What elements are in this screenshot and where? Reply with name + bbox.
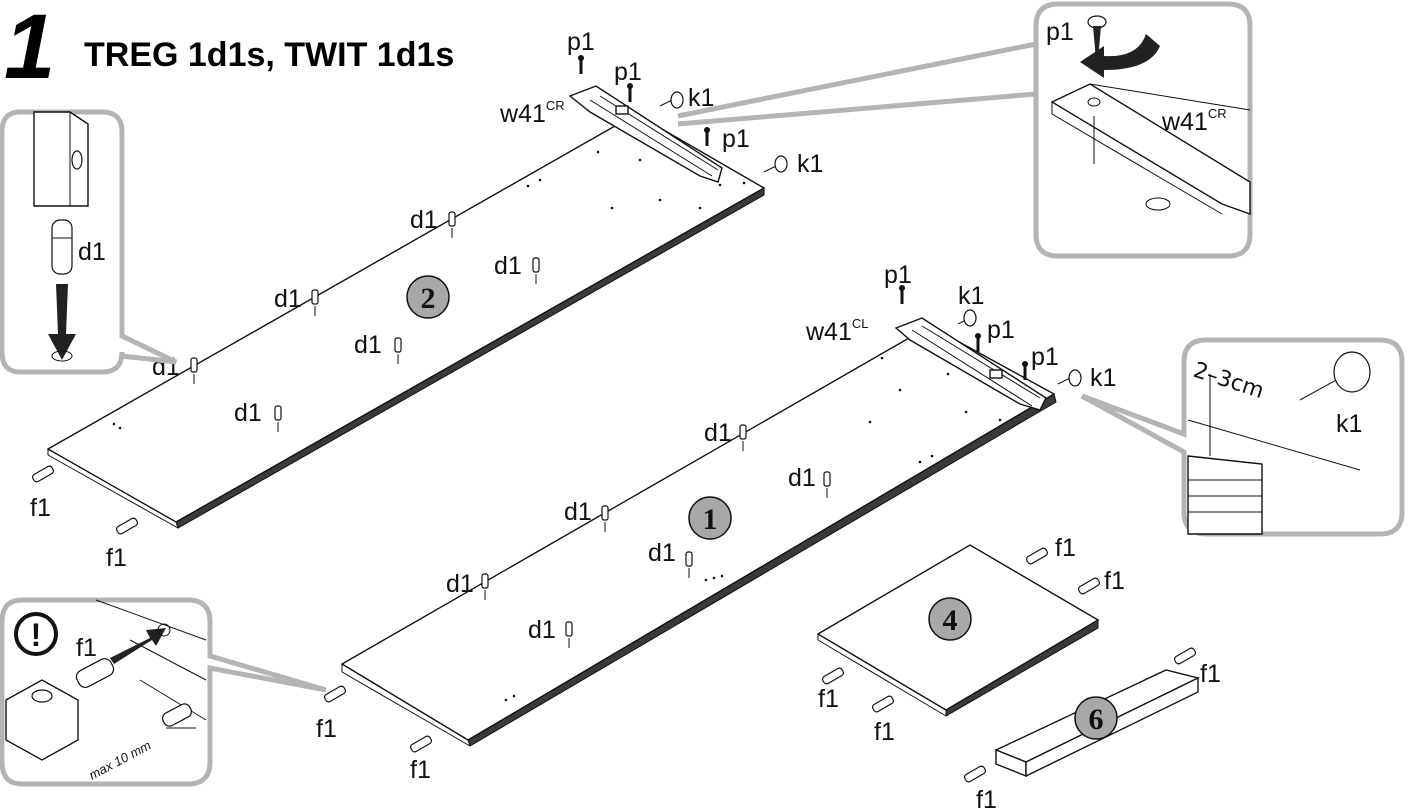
screw-icon: [1087, 15, 1107, 60]
dowel-f1: [115, 517, 139, 535]
hinge-w41-cr: [568, 85, 723, 183]
page-title: TREG 1d1s, TWIT 1d1s: [84, 36, 454, 74]
dowel-f1: [871, 695, 895, 713]
dowel-d1: [394, 337, 402, 364]
dowel-f1: [1173, 647, 1197, 665]
svg-text:6: 6: [1089, 703, 1104, 736]
label-f1: f1: [1104, 567, 1125, 595]
label-d1: d1: [564, 498, 592, 526]
dowel-f1: [31, 465, 55, 483]
dowel-f1: [963, 765, 987, 783]
dowel-d1: [190, 357, 198, 384]
down-arrow-icon: [48, 284, 76, 360]
bumper-k1: [957, 309, 977, 327]
screw-p1: [899, 285, 905, 304]
dowel-d1: [823, 471, 831, 498]
svg-text:4: 4: [943, 604, 958, 637]
badge-panel-1: 1: [688, 496, 732, 540]
step-number: 1: [4, 0, 55, 98]
screw-p1: [627, 83, 633, 102]
label-p1: p1: [614, 58, 642, 86]
screw-p1: [1022, 361, 1028, 380]
label-f1: f1: [316, 715, 337, 743]
label-k1: k1: [797, 150, 823, 178]
dowel-f1: [323, 685, 347, 703]
dowel-f1: [1025, 547, 1049, 565]
bumper-k1: [659, 91, 684, 109]
label-k1: k1: [958, 282, 984, 310]
callout-bumper-distance: 2–3cm k1: [1080, 337, 1405, 537]
label-p1: p1: [567, 28, 595, 56]
badge-panel-2: 2: [406, 275, 450, 319]
bumper-k1: [1057, 369, 1082, 387]
screw-p1: [578, 55, 584, 74]
label-f1: f1: [976, 786, 997, 811]
label-p1: p1: [884, 261, 912, 289]
label-p1: p1: [1046, 18, 1074, 46]
label-f1: f1: [874, 718, 895, 746]
dowel-d1: [565, 621, 573, 648]
label-d1: d1: [234, 399, 262, 427]
dowel-d1: [274, 405, 282, 432]
svg-text:2: 2: [421, 282, 436, 315]
badge-part-6: 6: [1074, 696, 1118, 740]
dowel-d1: [532, 257, 540, 284]
warning-icon: !: [14, 612, 58, 656]
dowel-d1: [685, 551, 693, 578]
label-w41-cl: w41CL: [805, 316, 869, 346]
label-d1: d1: [788, 464, 816, 492]
label-w41-cr: w41CR: [499, 98, 565, 128]
dowel-d1: [448, 211, 456, 238]
label-d1: d1: [446, 570, 474, 598]
svg-text:!: !: [31, 617, 42, 653]
dowel-d1: [601, 505, 609, 532]
dowel-d1: [311, 289, 319, 316]
label-d1: d1: [648, 539, 676, 567]
panel-2: [46, 113, 766, 529]
label-d1: d1: [78, 238, 106, 266]
dowel-f1: [1077, 577, 1101, 595]
label-k1: k1: [1090, 364, 1116, 392]
label-d1: d1: [704, 419, 732, 447]
bumper-k1: [763, 155, 788, 173]
label-d1: d1: [354, 331, 382, 359]
dowel-f1: [409, 735, 433, 753]
svg-text:1: 1: [703, 503, 718, 536]
label-f1: f1: [76, 634, 97, 662]
callout-dowel-insert: d1: [0, 109, 178, 375]
label-d1: d1: [274, 285, 302, 313]
hinge-w41-cl: [894, 317, 1047, 411]
label-p1: p1: [987, 316, 1015, 344]
label-d1: d1: [528, 616, 556, 644]
bumper-k1: [1333, 351, 1371, 393]
insert-arrow-icon: [110, 628, 166, 664]
label-f1: f1: [1200, 660, 1221, 688]
label-f1: f1: [30, 494, 51, 522]
label-p1: p1: [1031, 343, 1059, 371]
callout-screw-detail: p1 w41CR: [677, 1, 1253, 259]
label-f1: f1: [410, 756, 431, 784]
label-f1: f1: [106, 544, 127, 572]
callout-f1-depth: max 10 mm ! f1: [0, 597, 327, 787]
label-k1: k1: [1336, 410, 1362, 438]
screw-p1: [704, 127, 710, 146]
badge-panel-4: 4: [928, 597, 972, 641]
dowel-f1: [821, 667, 845, 685]
label-w41-cr: w41CR: [1161, 106, 1227, 136]
label-f1: f1: [818, 685, 839, 713]
screw-p1: [975, 333, 981, 352]
dowel-d1: [481, 573, 489, 600]
dowel-d1: [739, 424, 747, 451]
label-d1: d1: [410, 206, 438, 234]
label-d1: d1: [494, 252, 522, 280]
panel-1-holes: [504, 356, 1002, 702]
label-p1: p1: [722, 125, 750, 153]
label-f1: f1: [1055, 534, 1076, 562]
rotate-arrow-icon: [1080, 34, 1160, 78]
